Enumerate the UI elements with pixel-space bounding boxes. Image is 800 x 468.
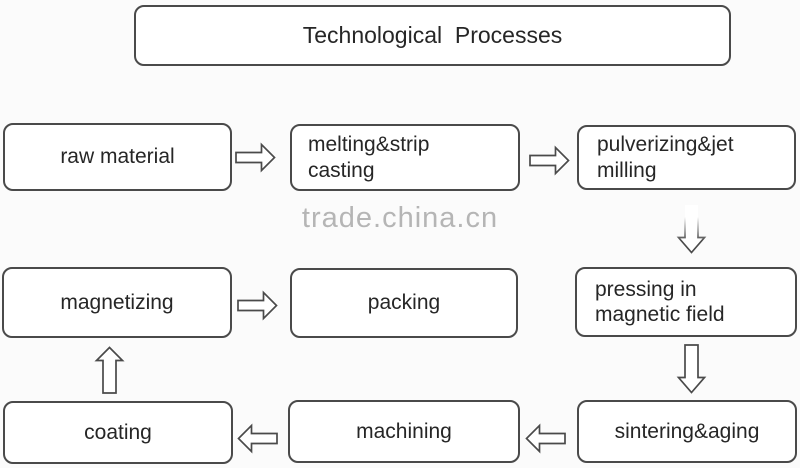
node-melting-label-line1: melting&strip <box>308 133 430 157</box>
arrow-left-sintering-to-machining-icon <box>525 423 566 454</box>
arrow-right-raw-to-melting-icon <box>235 142 276 173</box>
arrow-down-pressing-to-sintering-icon <box>676 344 707 394</box>
arrow-right-magnetizing-to-packing-icon <box>237 290 278 321</box>
node-packing-label: packing <box>367 291 441 315</box>
node-melting-label-line2: casting <box>308 158 375 182</box>
node-coating-label: coating <box>84 420 152 444</box>
node-machining-label: machining <box>356 419 452 443</box>
node-sintering-aging: sintering&aging <box>577 400 797 463</box>
node-pulverizing-label-line2: milling <box>597 158 657 182</box>
node-pressing-in-magnetic-field: pressing in magnetic field <box>575 267 797 337</box>
page-title: Technological Processes <box>302 21 563 48</box>
watermark-text: trade.china.cn <box>301 202 499 234</box>
node-packing: packing <box>290 268 518 338</box>
node-pulverizing-jet-milling: pulverizing&jet milling <box>577 125 796 190</box>
node-raw-material-label: raw material <box>60 145 175 169</box>
node-magnetizing-label: magnetizing <box>60 290 174 314</box>
node-sintering-label: sintering&aging <box>614 419 760 443</box>
arrow-right-melting-to-pulverizing-icon <box>529 145 570 176</box>
arrow-up-coating-to-magnetizing-icon <box>94 346 125 394</box>
node-pressing-label-line1: pressing in <box>595 277 697 301</box>
node-coating: coating <box>3 401 233 464</box>
node-machining: machining <box>288 400 520 463</box>
arrow-left-machining-to-coating-icon <box>237 423 278 454</box>
node-pulverizing-label-line1: pulverizing&jet <box>597 133 734 157</box>
node-pressing-label-line2: magnetic field <box>595 303 725 326</box>
node-melting-strip-casting: melting&strip casting <box>290 124 520 191</box>
node-magnetizing: magnetizing <box>2 267 232 338</box>
title-box: Technological Processes <box>134 5 731 66</box>
arrow-down-pulverizing-to-pressing-icon <box>676 204 707 254</box>
node-raw-material: raw material <box>3 123 232 191</box>
